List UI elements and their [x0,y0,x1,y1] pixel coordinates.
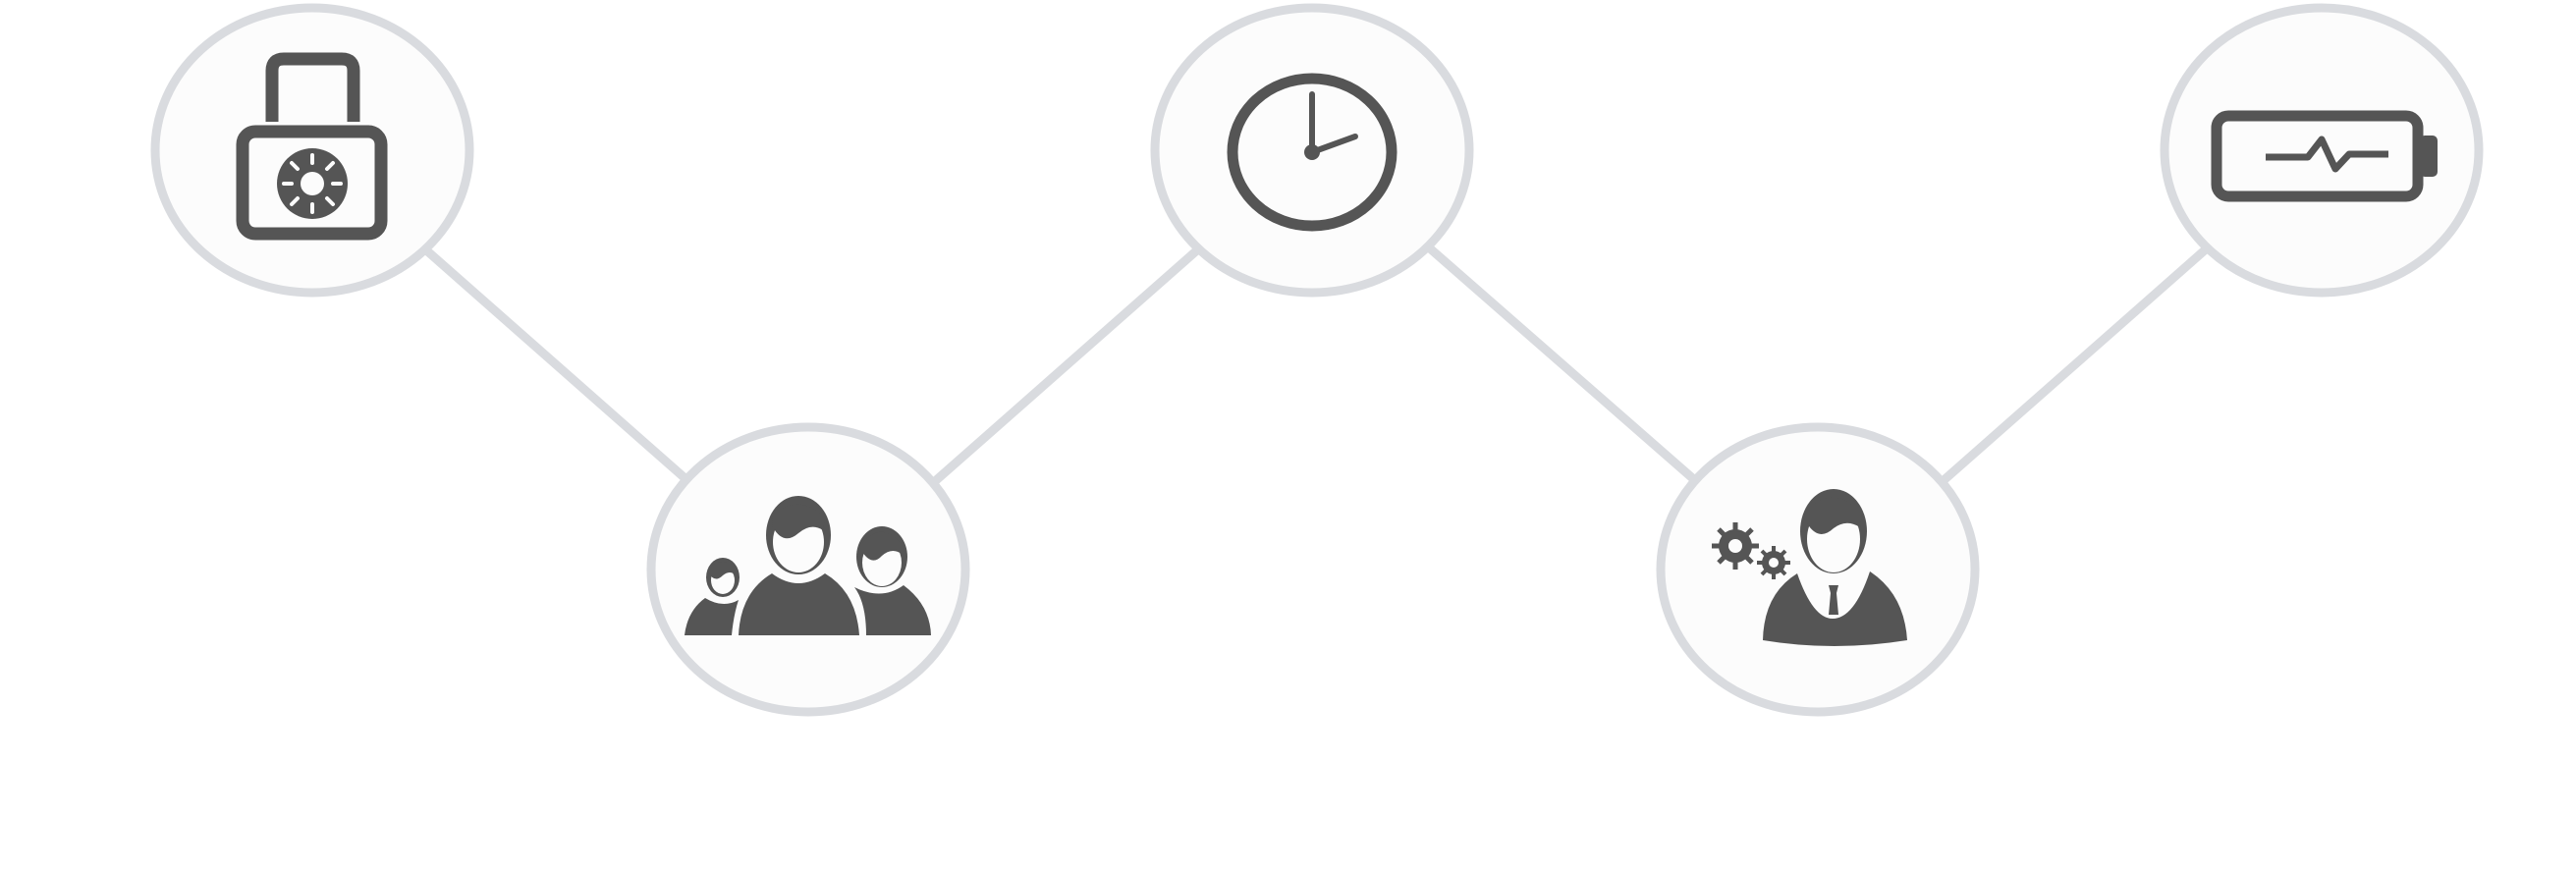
connector-time-operations [1425,244,1702,487]
clock-icon [1227,73,1398,232]
connectors [419,244,2212,487]
nodes [150,3,2484,717]
connector-security-team [419,244,694,487]
gear-icon [1712,522,1759,570]
businessman-gears-icon [1712,489,1907,646]
combination-padlock-icon [236,52,388,241]
connector-operations-power [1937,244,2212,487]
node-power[interactable] [2160,3,2484,298]
battery-pulse-icon [2211,110,2438,202]
connector-team-time [929,244,1204,487]
user-group-icon [685,496,931,635]
gear-small-icon [1757,546,1790,579]
node-operations[interactable] [1656,422,1980,717]
